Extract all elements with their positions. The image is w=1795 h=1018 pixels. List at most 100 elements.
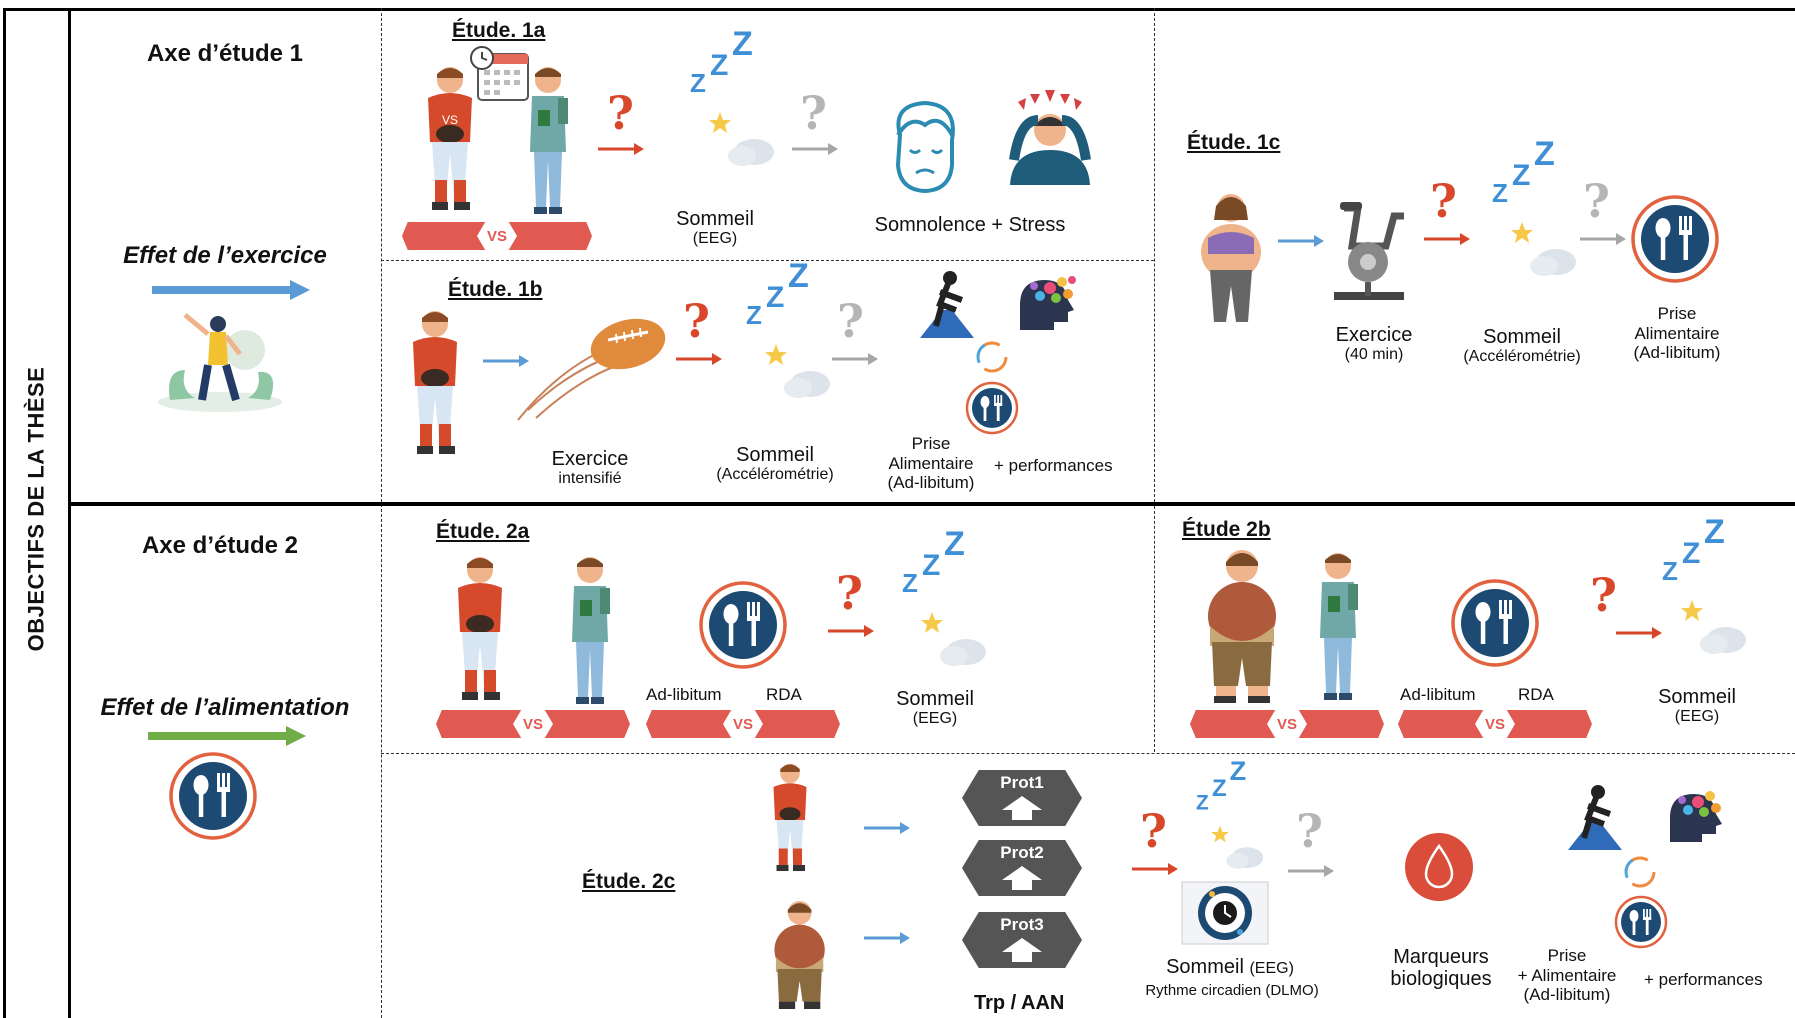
red-arrow-icon — [1424, 233, 1470, 245]
question-mark-1a-1: ? — [607, 86, 634, 140]
sleep-label-2c: Sommeil (EEG) — [1166, 956, 1294, 978]
stressed-person-icon — [1009, 90, 1091, 185]
title-divider — [68, 8, 71, 1018]
exercise-bike-icon — [1334, 202, 1404, 300]
football-player-icon — [413, 311, 457, 454]
question-mark-2c-2: ? — [1296, 804, 1323, 858]
svg-text:VS: VS — [442, 113, 458, 127]
food-plate-icon — [169, 752, 257, 840]
axis1-effect: Effet de l’exercice — [123, 242, 327, 269]
sleeping-moon-icon: ZZZ — [1662, 513, 1746, 654]
calendar-clock-icon — [470, 46, 529, 101]
question-mark-1a-2: ? — [800, 86, 827, 140]
sleep-label-1a: Sommeil(EEG) — [676, 208, 754, 247]
protocol-3-badge: Prot3 — [962, 912, 1082, 968]
food-plate-icon — [965, 381, 1019, 435]
divider-2c — [381, 753, 1795, 754]
gray-arrow-icon — [1288, 865, 1334, 877]
svg-text:Z: Z — [1230, 755, 1247, 786]
vs-bar-1a: VS — [402, 219, 592, 253]
sleep-label-2b: Sommeil(EEG) — [1658, 686, 1736, 725]
rda-label-2b: RDA — [1518, 685, 1554, 704]
question-mark-2a: ? — [836, 566, 863, 620]
svg-text:Z: Z — [944, 525, 965, 563]
performances-label-1b: + performances — [994, 456, 1113, 475]
study-2c-label: Étude. 2c — [582, 870, 676, 893]
axis2-effect: Effet de l’alimentation — [100, 694, 350, 721]
axis-separator — [68, 502, 1795, 506]
food-plate-icon — [1614, 895, 1668, 949]
student-icon — [572, 557, 610, 704]
gray-arrow-icon — [1580, 233, 1626, 245]
sleep-label-1b: Sommeil(Accélérométrie) — [716, 444, 834, 483]
performances-label-2c: + performances — [1644, 970, 1763, 989]
study-2b-label: Étude 2b — [1182, 518, 1271, 541]
protocol-1-badge: Prot1 — [962, 770, 1082, 826]
brain-icon — [1670, 791, 1722, 842]
football-player-icon: VS — [428, 67, 472, 210]
outcome-label-1a: Somnolence + Stress — [874, 214, 1066, 236]
cycle-arrows-icon — [976, 341, 1008, 373]
divider-1c — [1154, 8, 1155, 502]
question-mark-1b-2: ? — [837, 294, 864, 348]
cycle-arrows-icon — [1624, 856, 1656, 888]
question-mark-1c-1: ? — [1430, 174, 1457, 228]
red-arrow-icon — [1616, 627, 1662, 639]
svg-text:Z: Z — [690, 68, 706, 98]
svg-text:Z: Z — [902, 568, 918, 598]
divider-2b — [1154, 506, 1155, 752]
svg-text:Z: Z — [1682, 537, 1700, 570]
blood-drop-icon — [1405, 833, 1473, 901]
svg-text:Z: Z — [1196, 792, 1209, 815]
football-player-icon — [773, 763, 807, 871]
sleepy-face-icon — [895, 100, 955, 194]
svg-text:Z: Z — [1492, 178, 1508, 208]
question-mark-1c-2: ? — [1583, 174, 1610, 228]
student-icon — [530, 67, 568, 214]
question-mark-2c-1: ? — [1140, 804, 1167, 858]
study-1a-label: Étude. 1a — [452, 19, 546, 42]
red-arrow-icon — [598, 143, 644, 155]
rda-label-2a: RDA — [766, 685, 802, 704]
food-plate-icon — [1451, 579, 1539, 667]
blue-arrow-icon — [864, 932, 910, 944]
up-arrow-icon — [1002, 866, 1042, 890]
divider-1a-1b — [381, 260, 1154, 261]
blue-arrow-icon — [483, 355, 529, 367]
obese-boy-icon — [774, 900, 825, 1009]
obese-boy-icon — [1208, 550, 1276, 703]
circadian-label-2c: Rythme circadien (DLMO) — [1145, 982, 1319, 999]
cycling-icon — [920, 271, 974, 338]
vs-bar-2a-diet: VS — [646, 707, 840, 741]
axis2-title: Axe d’étude 2 — [141, 532, 299, 559]
obese-person-icon — [1201, 194, 1261, 322]
red-arrow-icon — [676, 353, 722, 365]
svg-text:Z: Z — [710, 49, 728, 82]
question-mark-1b-1: ? — [683, 294, 710, 348]
adlib-label-2a: Ad-libitum — [646, 685, 722, 704]
axis-divider — [381, 8, 382, 1018]
protocol-2-badge: Prot2 — [962, 840, 1082, 896]
intake-label-2c: Prise+ Alimentaire(Ad-libitum) — [1517, 946, 1617, 1005]
trp-aan-label: Trp / AAN — [974, 992, 1065, 1014]
outer-frame — [3, 8, 1795, 1018]
food-plate-icon — [1631, 195, 1719, 283]
vs-bar-2b-groups: VS — [1190, 707, 1384, 741]
red-arrow-icon — [1132, 863, 1178, 875]
sleep-label-2a: Sommeil(EEG) — [896, 688, 974, 727]
sleeping-moon-icon: ZZZ — [746, 257, 830, 398]
football-player-icon — [458, 557, 502, 700]
up-arrow-icon — [1002, 796, 1042, 820]
student-icon — [1320, 553, 1358, 700]
exercise-label-1c: Exercice(40 min) — [1335, 324, 1413, 363]
gray-arrow-icon — [832, 353, 878, 365]
stretching-person-icon — [158, 313, 282, 412]
question-mark-2b: ? — [1590, 568, 1617, 622]
adlib-label-2b: Ad-libitum — [1400, 685, 1476, 704]
study-1b-label: Étude. 1b — [448, 278, 543, 301]
vs-bar-2a-groups: VS — [436, 707, 630, 741]
axis1-title: Axe d’étude 1 — [146, 40, 304, 67]
svg-text:Z: Z — [788, 257, 809, 295]
